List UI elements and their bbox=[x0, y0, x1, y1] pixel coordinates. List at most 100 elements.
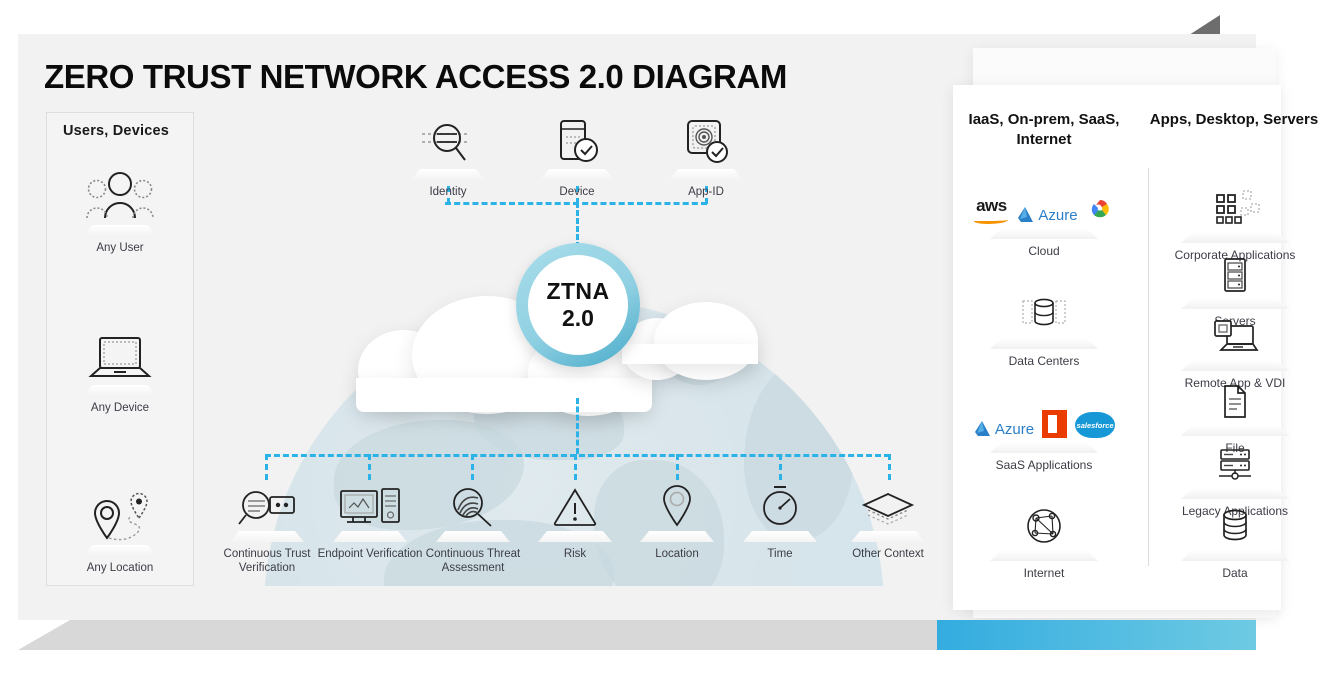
chat-magnifier-icon bbox=[207, 474, 327, 528]
connector-device bbox=[576, 186, 579, 204]
database-stack-icon bbox=[954, 288, 1134, 334]
fingerprint-check-icon bbox=[646, 112, 766, 166]
rnode-data-centers[interactable]: Data Centers bbox=[954, 288, 1134, 368]
node-shelf bbox=[83, 225, 157, 236]
map-pin-icon bbox=[60, 488, 180, 542]
node-shelf bbox=[83, 545, 157, 556]
mobile-check-icon bbox=[517, 112, 637, 166]
cloud-provider-logos: aws Azure bbox=[954, 178, 1134, 224]
node-endpoint-verification[interactable]: Endpoint Verification bbox=[310, 474, 430, 561]
node-shelf bbox=[540, 169, 614, 180]
users-group-icon bbox=[60, 168, 180, 222]
node-label: Location bbox=[655, 548, 699, 560]
node-label: Any Device bbox=[90, 402, 150, 414]
apps-column-title: Apps, Desktop, Servers bbox=[1149, 111, 1319, 128]
connector-badge-to-bottom bbox=[576, 398, 579, 454]
rnode-file[interactable]: File bbox=[1145, 375, 1324, 455]
connector-identity bbox=[447, 186, 450, 204]
node-label: Identity bbox=[429, 186, 467, 198]
cloud-column-title: IaaS, On-prem, SaaS, Internet bbox=[968, 111, 1120, 148]
bottom-slant-accent bbox=[18, 620, 963, 650]
rnode-data[interactable]: Data bbox=[1145, 500, 1324, 580]
users-devices-title: Users, Devices bbox=[63, 123, 169, 139]
connector-location bbox=[676, 454, 679, 480]
bottom-bus-line bbox=[265, 454, 890, 457]
node-label: App-ID bbox=[688, 186, 724, 198]
laptop-icon bbox=[60, 328, 180, 382]
node-shelf bbox=[1181, 488, 1289, 499]
node-label: Internet bbox=[1023, 566, 1065, 580]
node-shelf bbox=[436, 531, 510, 542]
document-icon bbox=[1145, 375, 1324, 421]
node-shelf bbox=[230, 531, 304, 542]
ztna-center-badge: ZTNA 2.0 bbox=[516, 243, 640, 367]
rnode-corporate-applications[interactable]: Corporate Applications bbox=[1145, 182, 1324, 262]
node-shelf bbox=[1181, 550, 1289, 561]
node-label: Any User bbox=[96, 242, 144, 254]
node-label: Time bbox=[767, 548, 793, 560]
warning-triangle-icon bbox=[515, 474, 635, 528]
rnode-legacy-applications[interactable]: Legacy Applications bbox=[1145, 438, 1324, 518]
node-shelf bbox=[83, 385, 157, 396]
node-device[interactable]: Device bbox=[517, 112, 637, 199]
node-label: Data bbox=[1222, 566, 1248, 580]
aws-logo: aws bbox=[974, 197, 1009, 224]
node-app-id[interactable]: App-ID bbox=[646, 112, 766, 199]
node-shelf bbox=[743, 531, 817, 542]
ztna-label-line2: 2.0 bbox=[562, 305, 594, 331]
ztna-label-line1: ZTNA bbox=[546, 278, 610, 304]
connector-risk bbox=[574, 454, 577, 480]
connector-cta bbox=[471, 454, 474, 480]
rnode-internet[interactable]: Internet bbox=[954, 500, 1134, 580]
node-label: Continuous Threat Assessment bbox=[425, 548, 521, 574]
office365-logo bbox=[1042, 410, 1068, 438]
node-identity[interactable]: Identity bbox=[388, 112, 508, 199]
fingerprint-magnifier-icon bbox=[413, 474, 533, 528]
node-shelf bbox=[669, 169, 743, 180]
node-label: Cloud bbox=[1028, 244, 1060, 258]
connector-ctv bbox=[265, 454, 268, 480]
panel-divider bbox=[1148, 168, 1149, 566]
node-continuous-threat-assessment[interactable]: Continuous Threat Assessment bbox=[413, 474, 533, 575]
desktop-tower-icon bbox=[310, 474, 430, 528]
network-globe-icon bbox=[954, 500, 1134, 546]
remote-desktop-icon bbox=[1145, 310, 1324, 356]
app-grid-icon bbox=[1145, 182, 1324, 228]
rnode-cloud[interactable]: aws Azure Cloud bbox=[954, 178, 1134, 258]
node-label: Remote App & VDI bbox=[1184, 376, 1286, 390]
saas-provider-logos: Azure salesforce bbox=[954, 392, 1134, 438]
node-label: Endpoint Verification bbox=[317, 548, 423, 560]
node-shelf bbox=[851, 531, 925, 542]
connector-top-to-badge bbox=[576, 202, 579, 248]
rnode-saas-applications[interactable]: Azure salesforce SaaS Applications bbox=[954, 392, 1134, 472]
node-location[interactable]: Location bbox=[617, 474, 737, 561]
node-risk[interactable]: Risk bbox=[515, 474, 635, 561]
node-any-device[interactable]: Any Device bbox=[60, 328, 180, 415]
page-title: ZERO TRUST NETWORK ACCESS 2.0 DIAGRAM bbox=[44, 58, 788, 95]
node-any-location[interactable]: Any Location bbox=[60, 488, 180, 575]
node-continuous-trust-verification[interactable]: Continuous Trust Verification bbox=[207, 474, 327, 575]
node-label: Continuous Trust Verification bbox=[223, 548, 311, 574]
node-shelf bbox=[1181, 298, 1289, 309]
server-rack-icon bbox=[1145, 248, 1324, 294]
legacy-server-icon bbox=[1145, 438, 1324, 484]
rnode-remote-app-vdi[interactable]: Remote App & VDI bbox=[1145, 310, 1324, 390]
connector-appid bbox=[705, 186, 708, 204]
node-label: Device bbox=[559, 186, 595, 198]
node-label: Data Centers bbox=[1008, 354, 1080, 368]
node-any-user[interactable]: Any User bbox=[60, 168, 180, 255]
node-shelf bbox=[1181, 232, 1289, 243]
node-shelf bbox=[990, 228, 1098, 239]
node-label: File bbox=[1225, 441, 1245, 455]
node-shelf bbox=[990, 442, 1098, 453]
node-shelf bbox=[640, 531, 714, 542]
node-other-context[interactable]: Other Context bbox=[828, 474, 948, 561]
node-shelf bbox=[1181, 425, 1289, 436]
node-label: SaaS Applications bbox=[995, 458, 1093, 472]
node-label: Risk bbox=[563, 548, 587, 560]
corner-triangle-accent bbox=[1186, 15, 1220, 37]
node-shelf bbox=[1181, 360, 1289, 371]
node-time[interactable]: Time bbox=[720, 474, 840, 561]
users-devices-panel: Users, Devices bbox=[46, 112, 194, 586]
